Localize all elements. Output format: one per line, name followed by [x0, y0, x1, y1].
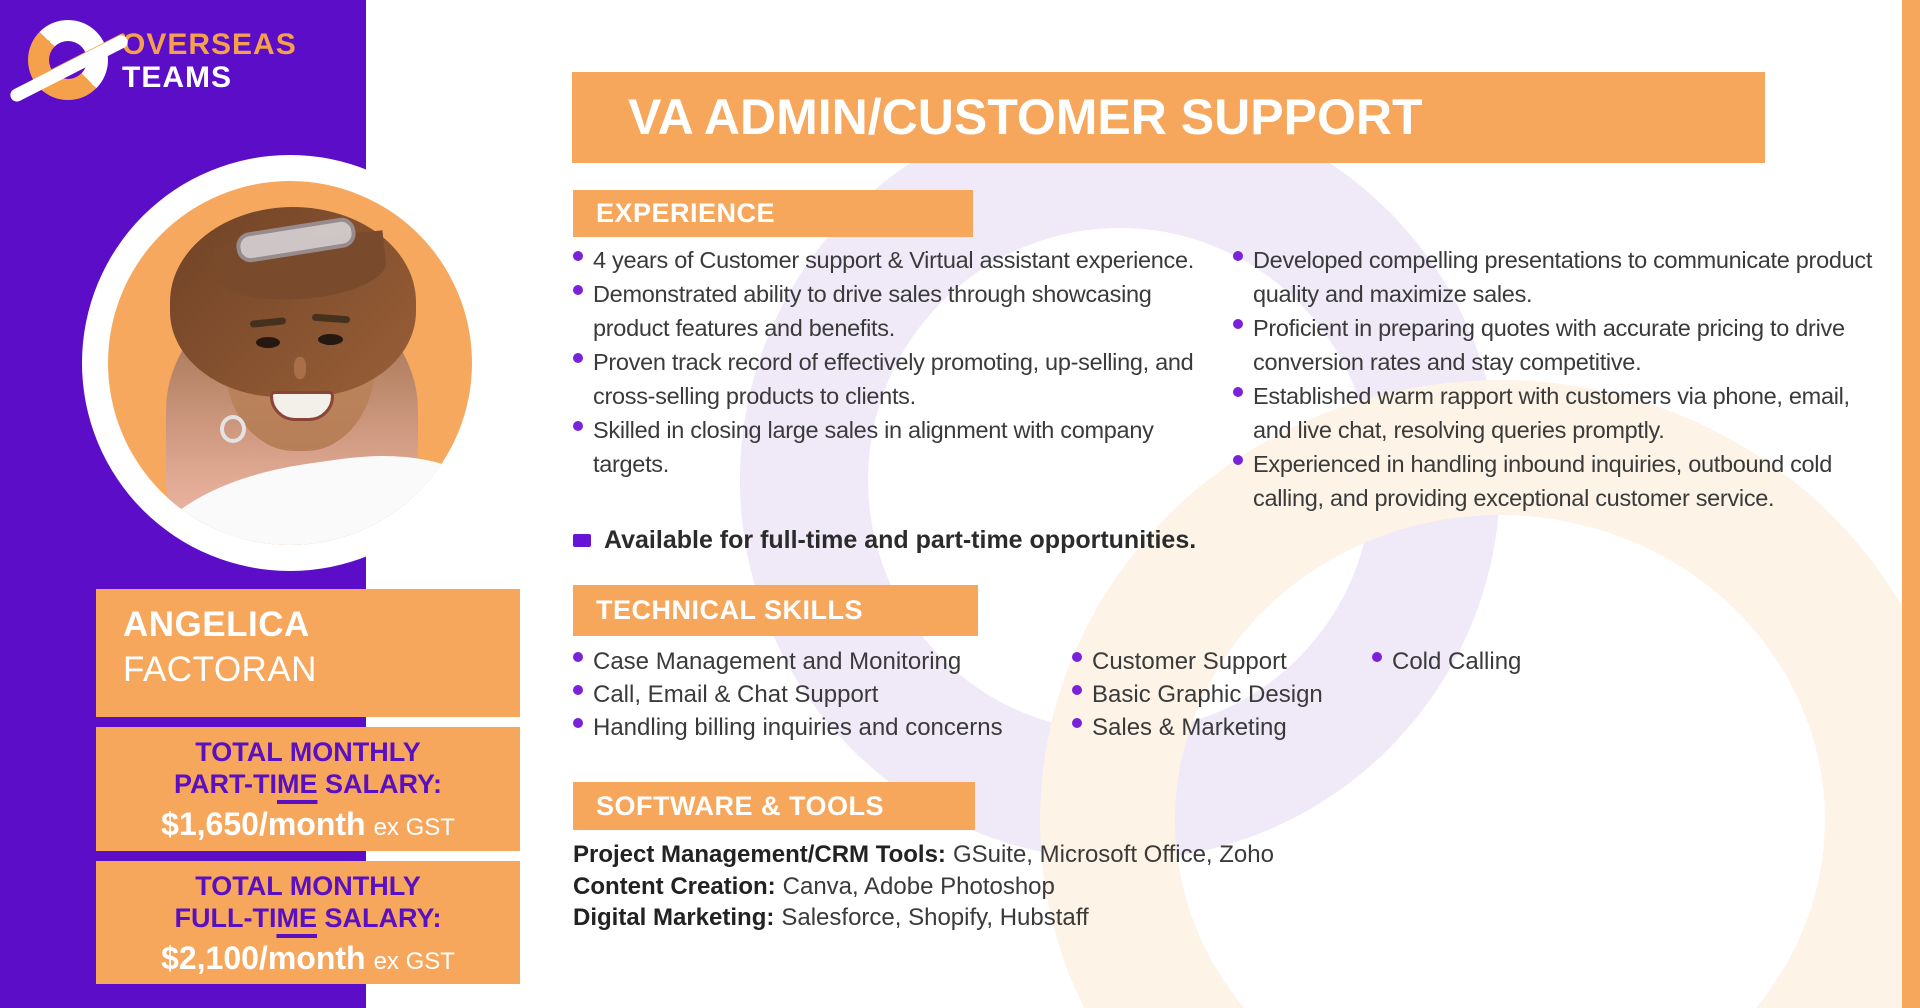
candidate-first-name: ANGELICA	[123, 605, 310, 644]
experience-item: Proficient in preparing quotes with accu…	[1233, 311, 1881, 379]
software-tools-section-heading: SOFTWARE & TOOLS	[573, 782, 975, 830]
experience-list-left: 4 years of Customer support & Virtual as…	[573, 243, 1225, 481]
brand-logo: OVERSEAS TEAMS	[8, 20, 297, 104]
name-box: ANGELICA FACTORAN	[96, 589, 520, 717]
gst-note: ex GST	[373, 814, 455, 841]
salary-label-line1: TOTAL MONTHLY	[195, 737, 421, 767]
bullet-icon	[573, 718, 583, 728]
skills-column-1: Case Management and Monitoring Call, Ema…	[573, 645, 1053, 744]
part-time-salary-amount: $1,650/month	[161, 806, 366, 842]
bullet-icon	[1233, 455, 1243, 465]
skill-item: Case Management and Monitoring	[573, 645, 1053, 678]
hoop-earring	[220, 415, 246, 443]
bullet-icon	[1072, 685, 1082, 695]
bullet-icon	[573, 285, 583, 295]
brand-name-top: OVERSEAS	[122, 28, 297, 61]
skill-item: Call, Email & Chat Support	[573, 678, 1053, 711]
experience-item: Experienced in handling inbound inquirie…	[1233, 447, 1881, 515]
candidate-last-name: FACTORAN	[123, 650, 317, 689]
bullet-icon	[1372, 652, 1382, 662]
salary-amount-row: $2,100/month ex GST	[96, 938, 520, 985]
bullet-icon	[573, 421, 583, 431]
software-tools-list: Project Management/CRM Tools:GSuite, Mic…	[573, 839, 1473, 934]
skill-item: Cold Calling	[1372, 645, 1632, 678]
square-bullet-icon	[573, 534, 591, 547]
right-edge-accent-bar	[1902, 0, 1920, 1008]
bullet-icon	[573, 251, 583, 261]
skill-item: Handling billing inquiries and concerns	[573, 711, 1053, 744]
salary-label-line2: PART-TIME SALARY:	[174, 769, 442, 799]
availability-note: Available for full-time and part-time op…	[573, 526, 1196, 554]
skill-item: Basic Graphic Design	[1072, 678, 1352, 711]
bullet-icon	[573, 685, 583, 695]
experience-item: Demonstrated ability to drive sales thro…	[573, 277, 1225, 345]
gst-note: ex GST	[373, 948, 455, 975]
experience-list-right: Developed compelling presentations to co…	[1233, 243, 1881, 515]
experience-item: Developed compelling presentations to co…	[1233, 243, 1881, 311]
experience-item: 4 years of Customer support & Virtual as…	[573, 243, 1225, 277]
salary-amount-row: $1,650/month ex GST	[96, 804, 520, 851]
technical-skills-section-heading: TECHNICAL SKILLS	[573, 585, 978, 636]
skills-column-2: Customer Support Basic Graphic Design Sa…	[1072, 645, 1352, 744]
salary-label-line2: FULL-TIME SALARY:	[174, 903, 442, 933]
bullet-icon	[1072, 652, 1082, 662]
bullet-icon	[573, 353, 583, 363]
full-time-salary-box: TOTAL MONTHLY FULL-TIME SALARY: $2,100/m…	[96, 861, 520, 984]
full-time-salary-amount: $2,100/month	[161, 940, 366, 976]
experience-item: Proven track record of effectively promo…	[573, 345, 1225, 413]
bullet-icon	[573, 652, 583, 662]
candidate-photo	[108, 181, 472, 545]
brand-name-bottom: TEAMS	[122, 61, 232, 94]
skills-column-3: Cold Calling	[1372, 645, 1632, 678]
bullet-icon	[1233, 319, 1243, 329]
software-row: Digital Marketing:Salesforce, Shopify, H…	[573, 904, 1089, 931]
experience-section-heading: EXPERIENCE	[573, 190, 973, 237]
experience-item: Established warm rapport with customers …	[1233, 379, 1881, 447]
brand-logo-icon	[8, 20, 130, 104]
skill-item: Sales & Marketing	[1072, 711, 1352, 744]
bullet-icon	[1072, 718, 1082, 728]
role-title-banner: VA ADMIN/CUSTOMER SUPPORT	[572, 72, 1765, 163]
bullet-icon	[1233, 251, 1243, 261]
brand-wordmark: OVERSEAS TEAMS	[122, 20, 297, 94]
software-row: Content Creation:Canva, Adobe Photoshop	[573, 872, 1055, 900]
bullet-icon	[1233, 387, 1243, 397]
part-time-salary-box: TOTAL MONTHLY PART-TIME SALARY: $1,650/m…	[96, 727, 520, 851]
experience-item: Skilled in closing large sales in alignm…	[573, 413, 1225, 481]
skill-item: Customer Support	[1072, 645, 1352, 678]
salary-label-line1: TOTAL MONTHLY	[195, 871, 421, 901]
software-row: Project Management/CRM Tools:GSuite, Mic…	[573, 841, 1274, 868]
